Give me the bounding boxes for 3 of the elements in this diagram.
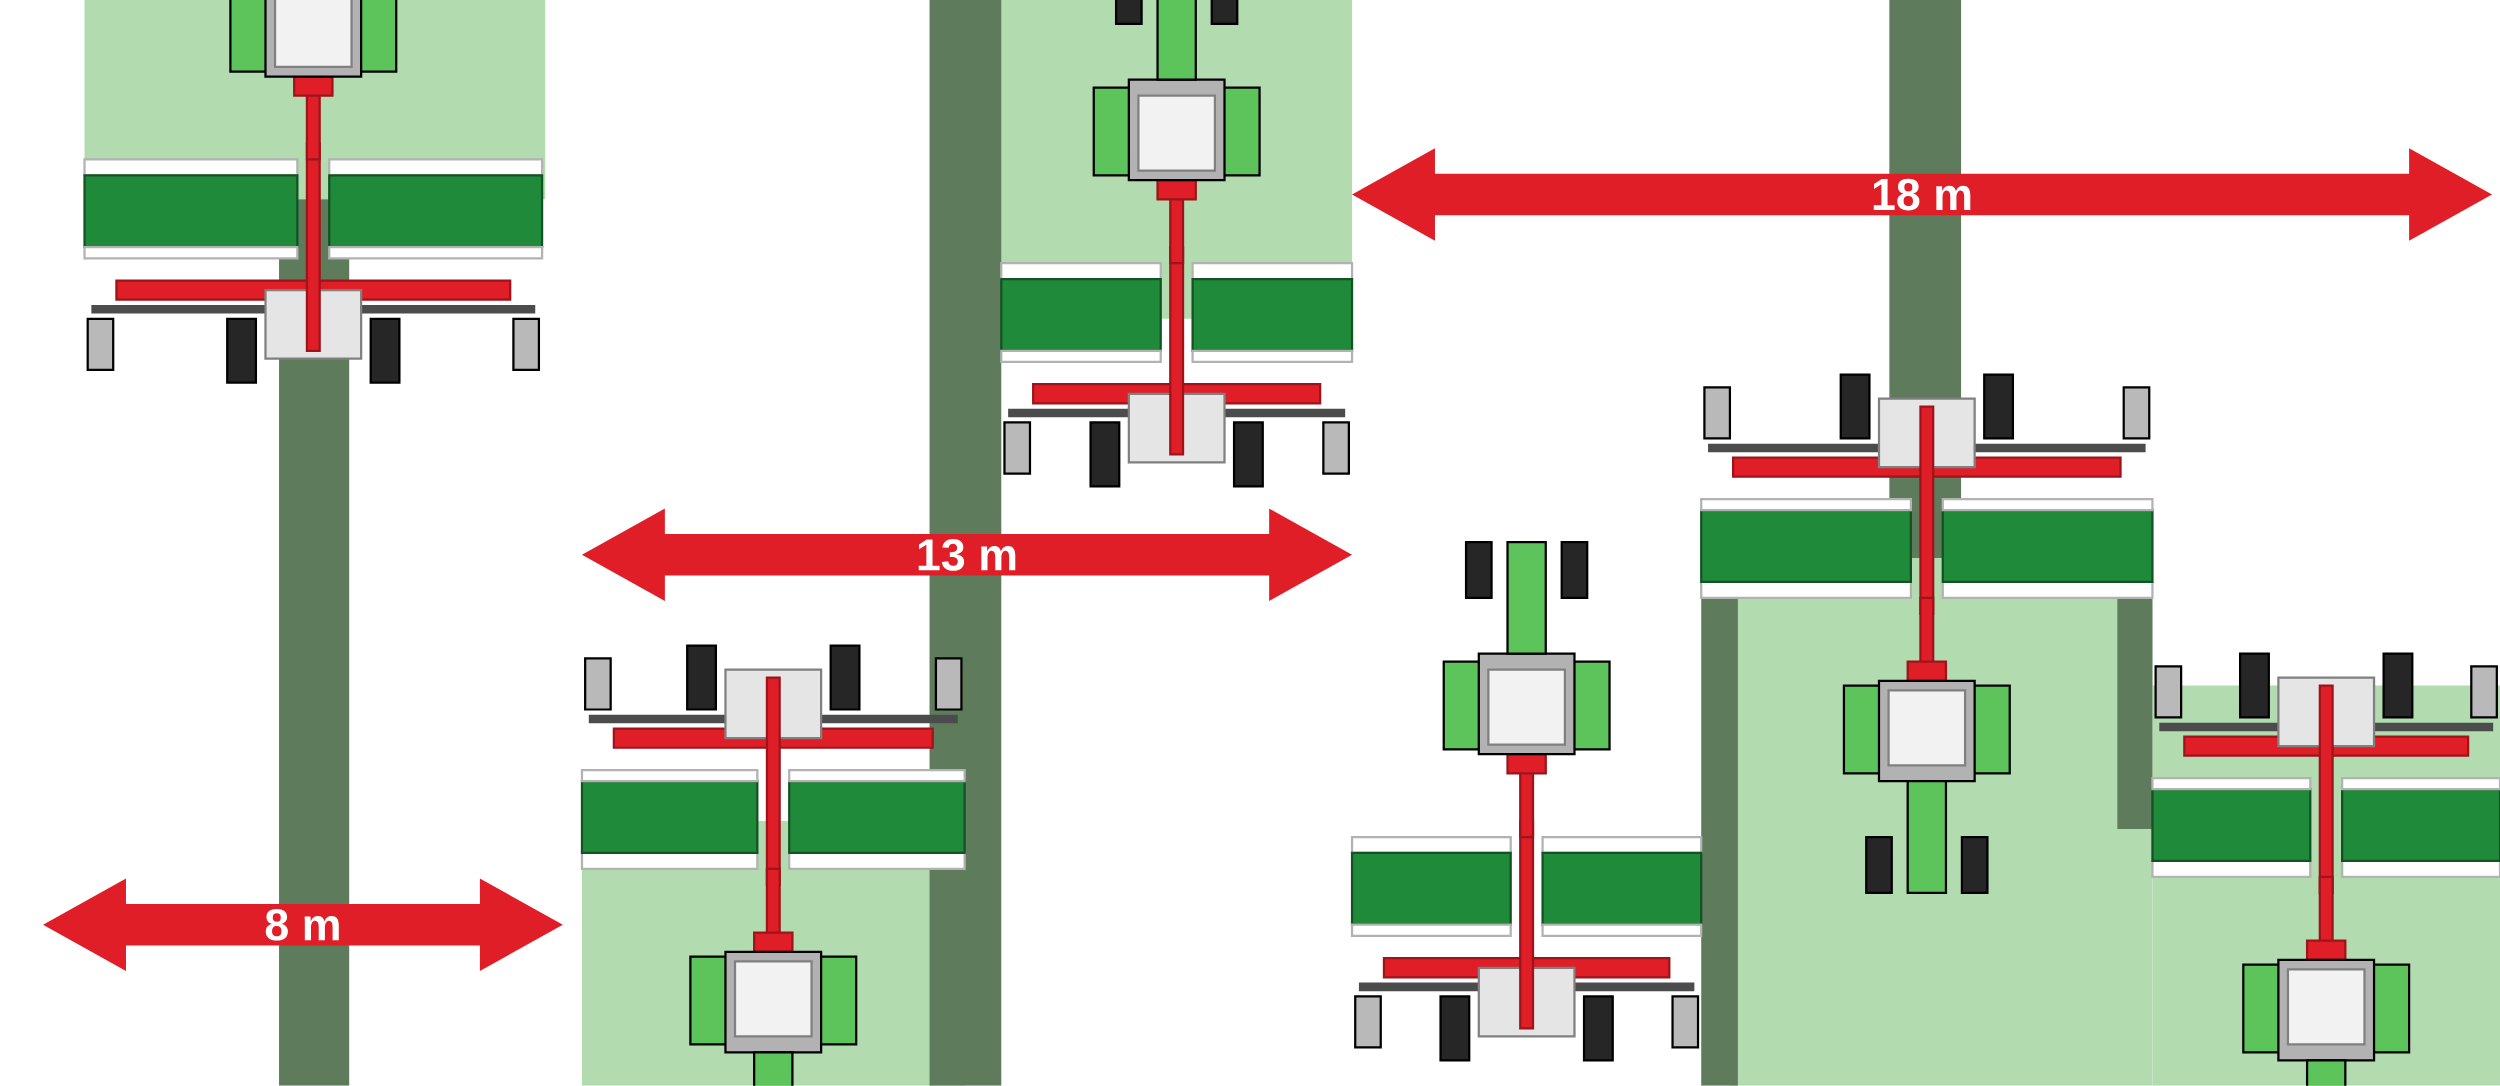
dimension-label: 18 m [1873, 178, 1971, 211]
dimension-label: 8 m [265, 909, 339, 941]
dimension-label: 13 m [918, 539, 1016, 571]
